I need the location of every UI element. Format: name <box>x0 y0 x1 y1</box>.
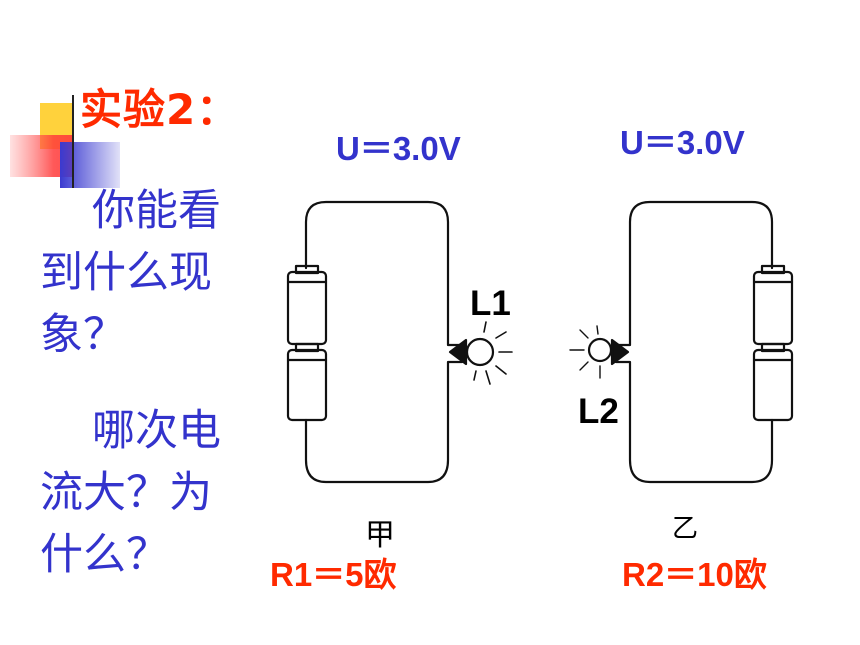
left-voltage-label: U＝3.0V <box>336 130 461 167</box>
left-circuit-label: 甲 <box>365 518 395 553</box>
question-1-line-3: 象？ <box>40 310 126 360</box>
right-battery-top <box>752 264 794 346</box>
right-circuit-wire <box>614 200 774 484</box>
right-resistance-label: R2＝10欧 <box>622 556 767 593</box>
lamp-l2-rays <box>569 325 601 379</box>
deco-blue-square <box>60 142 120 188</box>
slide-title: 实验2： <box>80 85 240 134</box>
lamp-l1 <box>448 337 495 367</box>
right-voltage-label: U＝3.0V <box>620 124 745 161</box>
right-circuit-label: 乙 <box>672 514 699 544</box>
question-1-line-2: 到什么现 <box>40 248 212 298</box>
question-2: 哪次电 流大？为 什么？ <box>40 400 270 586</box>
question-1: 你能看 到什么现 象？ <box>40 180 270 366</box>
lamp-l2 <box>587 337 630 366</box>
left-resistance-label: R1＝5欧 <box>270 556 397 593</box>
question-1-line-1: 你能看 <box>92 186 221 236</box>
question-2-line-3: 什么？ <box>40 530 169 580</box>
right-battery-bottom <box>752 342 794 422</box>
lamp-l1-label: L1 <box>470 284 511 323</box>
lamp-l1-rays <box>473 321 513 385</box>
left-circuit-wire <box>304 200 464 484</box>
question-2-line-1: 哪次电 <box>92 406 221 456</box>
left-battery-top <box>286 264 328 346</box>
left-battery-bottom <box>286 342 328 422</box>
lamp-l2-label: L2 <box>578 392 619 431</box>
question-2-line-2: 流大？为 <box>40 468 212 518</box>
